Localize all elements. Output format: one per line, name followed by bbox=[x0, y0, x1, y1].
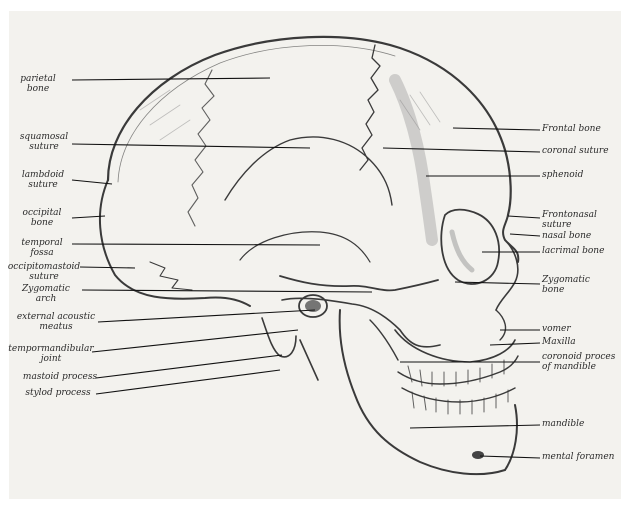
mental-foramen bbox=[472, 451, 484, 459]
leader-coronal-suture bbox=[383, 148, 540, 152]
label-coronal-suture: coronal suture bbox=[542, 146, 622, 156]
label-occipital-bone: occipital bone bbox=[12, 208, 72, 228]
leader-tempormandibular-joint bbox=[92, 330, 298, 352]
label-mandible: mandible bbox=[542, 419, 622, 429]
leader-frontonasal-suture bbox=[508, 216, 540, 218]
label-parietal-bone: parietal bone bbox=[8, 74, 68, 94]
label-mental-foramen: mental foramen bbox=[542, 452, 622, 462]
label-vomer: vomer bbox=[542, 324, 622, 334]
leader-mastoid-process bbox=[96, 355, 282, 378]
frontal-outline bbox=[503, 215, 518, 262]
label-lambdoid-suture: lambdoid suture bbox=[14, 170, 72, 190]
orbit-shade bbox=[452, 232, 472, 270]
styloid-process bbox=[300, 340, 318, 380]
label-maxilla: Maxilla bbox=[542, 337, 622, 347]
cranium-outline-inner bbox=[118, 45, 395, 182]
temporal-fossa-line bbox=[240, 232, 370, 262]
leader-stylod-process bbox=[96, 370, 280, 394]
mandible-front bbox=[505, 405, 517, 470]
zygomatic-bone bbox=[280, 276, 438, 290]
orbit bbox=[441, 210, 499, 284]
leader-zygomatic-arch bbox=[82, 290, 372, 292]
leader-temporal-fossa bbox=[72, 244, 320, 245]
label-stylod-process: stylod process bbox=[20, 388, 96, 398]
mandible-ramus bbox=[340, 310, 505, 474]
coronoid-process bbox=[370, 320, 398, 360]
label-temporal-fossa: temporal fossa bbox=[16, 238, 68, 258]
label-external-acoustic-meatus: external acoustic meatus bbox=[14, 312, 98, 332]
leader-squamosal-suture bbox=[72, 144, 310, 148]
label-zygomatic-arch: Zygomatic arch bbox=[16, 284, 76, 304]
leader-mandible bbox=[410, 425, 540, 428]
coronal-shade bbox=[395, 80, 432, 240]
label-coronoid-process: coronoid proces of mandible bbox=[542, 352, 622, 372]
nasal-aperture bbox=[496, 310, 506, 340]
label-occipitomastoid-suture: occipitomastoid suture bbox=[4, 262, 84, 282]
label-nasal-bone: nasal bone bbox=[542, 231, 622, 241]
lambdoid-suture bbox=[188, 70, 214, 226]
label-zygomatic-bone: Zygomatic bone bbox=[542, 275, 622, 295]
upper-teeth bbox=[398, 356, 518, 384]
leader-lambdoid-suture bbox=[72, 180, 112, 184]
leader-external-acoustic-meatus bbox=[98, 310, 315, 322]
label-mastoid-process: mastoid process bbox=[20, 372, 100, 382]
label-sphenoid: sphenoid bbox=[542, 170, 622, 180]
label-squamosal-suture: squamosal suture bbox=[14, 132, 74, 152]
lower-teeth bbox=[402, 388, 515, 402]
leader-maxilla bbox=[490, 343, 540, 345]
occipitomastoid-suture bbox=[150, 262, 192, 290]
mastoid-process bbox=[262, 318, 296, 357]
leader-occipitomastoid-suture bbox=[80, 267, 135, 268]
label-frontonasal-suture: Frontonasal suture bbox=[542, 210, 622, 230]
label-tempormandibular-joint: tempormandibular joint bbox=[8, 344, 94, 364]
maxilla bbox=[395, 330, 515, 362]
label-frontal-bone: Frontal bone bbox=[542, 124, 622, 134]
label-lacrimal-bone: lacrimal bone bbox=[542, 246, 622, 256]
occipital-outline bbox=[100, 180, 250, 306]
leader-mental-foramen bbox=[480, 456, 540, 458]
coronal-suture bbox=[360, 45, 380, 170]
cranium-outline bbox=[108, 37, 511, 215]
leader-nasal-bone bbox=[510, 234, 540, 236]
